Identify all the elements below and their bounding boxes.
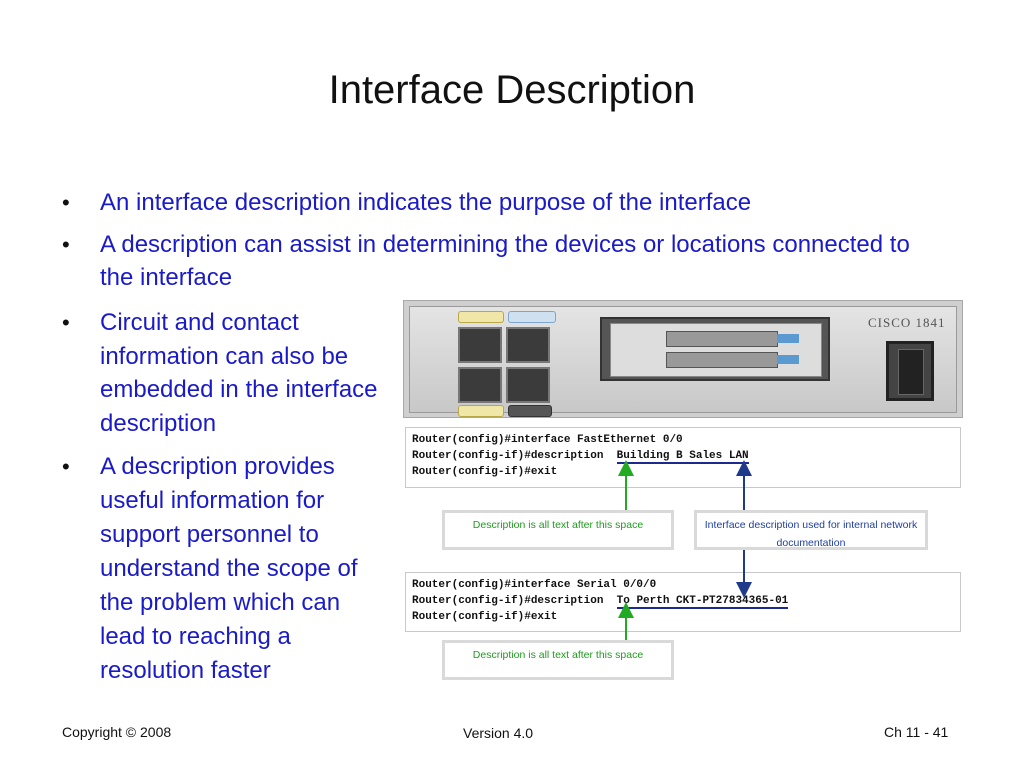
wic-tab bbox=[777, 355, 799, 364]
bullet-item: • Circuit and contact information can als… bbox=[62, 306, 380, 440]
aux-label-chip bbox=[508, 405, 552, 417]
code-line: Router(config-if)#description bbox=[412, 450, 604, 462]
router-image: CISCO 1841 bbox=[403, 300, 963, 418]
wic-tab bbox=[777, 334, 799, 343]
wic-card-face bbox=[610, 323, 822, 377]
brand-label: CISCO 1841 bbox=[868, 315, 946, 330]
code-line: Router(config)#interface Serial 0/0/0 bbox=[412, 579, 657, 591]
bullet-text: A description provides useful informatio… bbox=[100, 453, 358, 684]
code-line: Router(config)#interface FastEthernet 0/… bbox=[412, 434, 683, 446]
slide-title: Interface Description bbox=[328, 68, 696, 112]
bullet-dot-icon: • bbox=[62, 310, 70, 335]
fe-label-chip bbox=[458, 311, 504, 323]
callout-description-space: Description is all text after this space bbox=[442, 510, 674, 550]
callout-internal-documentation: Interface description used for internal … bbox=[694, 510, 928, 550]
fe-label-chip bbox=[458, 405, 504, 417]
bullet-dot-icon: • bbox=[62, 454, 70, 479]
power-switch bbox=[886, 341, 934, 401]
bullet-item: • A description can assist in determining… bbox=[62, 228, 920, 294]
config-code-box-1: Router(config)#interface FastEthernet 0/… bbox=[405, 427, 961, 488]
config-code-box-2: Router(config)#interface Serial 0/0/0 Ro… bbox=[405, 572, 961, 632]
bullet-dot-icon: • bbox=[62, 232, 70, 257]
bullet-dot-icon: • bbox=[62, 190, 70, 215]
code-line: Router(config-if)#description bbox=[412, 595, 604, 607]
ethernet-port bbox=[506, 367, 550, 403]
power-rocker bbox=[898, 349, 924, 395]
bullet-text: A description can assist in determining … bbox=[100, 231, 910, 291]
wic-card bbox=[600, 317, 830, 381]
callout-description-space: Description is all text after this space bbox=[442, 640, 674, 680]
router-front-panel: CISCO 1841 bbox=[409, 306, 957, 417]
ethernet-port bbox=[506, 327, 550, 363]
ethernet-port bbox=[458, 367, 502, 403]
bullet-text: An interface description indicates the p… bbox=[100, 189, 752, 216]
footer-page-number: Ch 11 - 41 bbox=[884, 724, 949, 740]
ethernet-port bbox=[458, 327, 502, 363]
bullet-item: • An interface description indicates the … bbox=[62, 186, 920, 219]
bullet-text: Circuit and contact information can also… bbox=[100, 309, 378, 437]
code-line: Router(config-if)#exit bbox=[412, 611, 558, 623]
console-label-chip bbox=[508, 311, 556, 323]
code-line: Router(config-if)#exit bbox=[412, 466, 558, 478]
footer-copyright: Copyright © 2008 bbox=[62, 724, 172, 740]
bullet-item: • A description provides useful informati… bbox=[62, 450, 390, 688]
footer-version: Version 4.0 bbox=[463, 725, 534, 741]
description-text: Building B Sales LAN bbox=[616, 450, 749, 464]
